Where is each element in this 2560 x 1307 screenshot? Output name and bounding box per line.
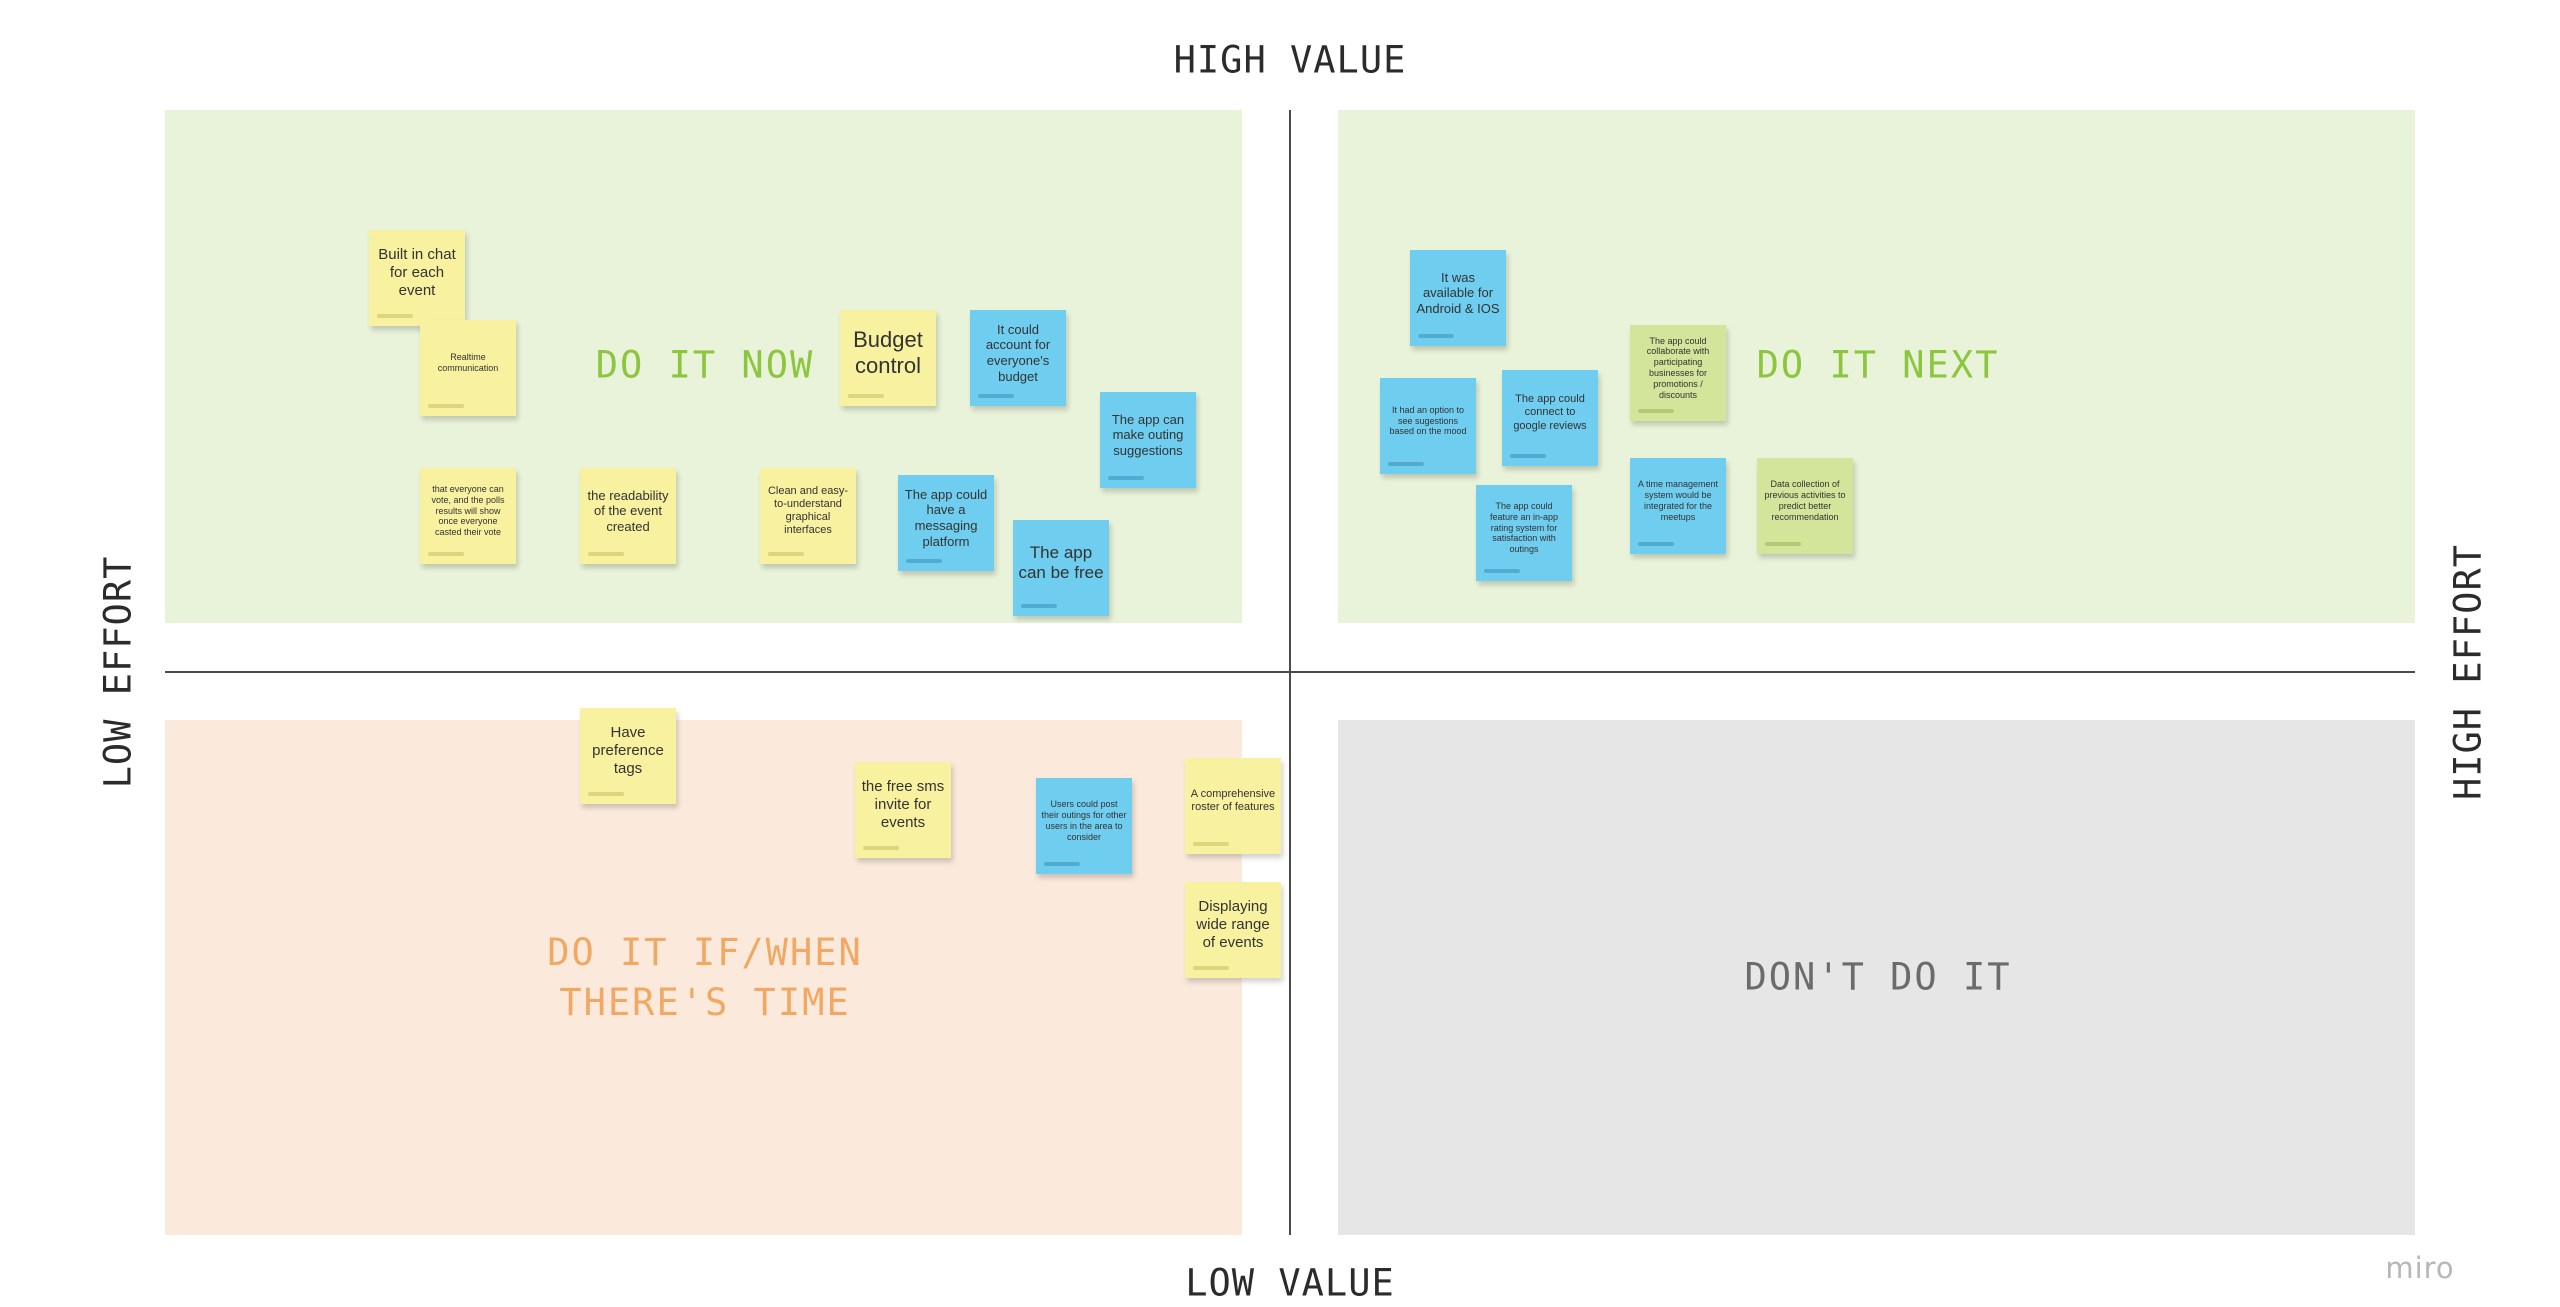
sticky-note[interactable]: Clean and easy-to-understand graphical i…: [760, 468, 856, 564]
sticky-note-text: Displaying wide range of events: [1196, 898, 1270, 951]
axis-label-high-value: HIGH VALUE: [1173, 38, 1407, 82]
sticky-note-text: The app could connect to google reviews: [1513, 393, 1587, 432]
sticky-note-author-bar: [863, 846, 899, 850]
sticky-note[interactable]: The app could have a messaging platform: [898, 475, 994, 571]
sticky-note[interactable]: The app could collaborate with participa…: [1630, 325, 1726, 421]
sticky-note[interactable]: It was available for Android & IOS: [1410, 250, 1506, 346]
quadrant-title-do-it-if-time: DO IT IF/WHEN THERE'S TIME: [547, 928, 863, 1028]
sticky-note-text: Data collection of previous activities t…: [1764, 479, 1846, 522]
sticky-note-text: that everyone can vote, and the polls re…: [431, 484, 505, 538]
sticky-note-author-bar: [1021, 604, 1057, 608]
sticky-note-text: Built in chat for each event: [378, 246, 456, 299]
sticky-note[interactable]: Data collection of previous activities t…: [1757, 458, 1853, 554]
sticky-note-author-bar: [1193, 966, 1229, 970]
sticky-note-text: It could account for everyone's budget: [985, 321, 1051, 384]
quadrant-title-line: DO IT IF/WHEN: [547, 931, 863, 974]
sticky-note[interactable]: A comprehensive roster of features: [1185, 758, 1281, 854]
sticky-note-text: the free sms invite for events: [861, 778, 945, 831]
sticky-note-author-bar: [1510, 454, 1546, 458]
miro-logo: miro: [2385, 1251, 2455, 1285]
axis-label-low-value: LOW VALUE: [1185, 1261, 1395, 1305]
quadrant-title-line: THERE'S TIME: [559, 981, 851, 1024]
sticky-note-author-bar: [1638, 409, 1674, 413]
sticky-note-text: Have preference tags: [592, 724, 664, 777]
sticky-note-author-bar: [1388, 462, 1424, 466]
sticky-note[interactable]: that everyone can vote, and the polls re…: [420, 468, 516, 564]
sticky-note[interactable]: Realtime communication: [420, 320, 516, 416]
sticky-note[interactable]: the free sms invite for events: [855, 762, 951, 858]
sticky-note[interactable]: Users could post their outings for other…: [1036, 778, 1132, 874]
sticky-note-text: The app could have a messaging platform: [904, 486, 988, 549]
sticky-note-author-bar: [1765, 542, 1801, 546]
sticky-note[interactable]: Displaying wide range of events: [1185, 882, 1281, 978]
sticky-note-text: Realtime communication: [437, 352, 499, 373]
sticky-note[interactable]: Built in chat for each event: [369, 230, 465, 326]
quadrant-dont-do-it: [1338, 720, 2415, 1235]
sticky-note-text: It was available for Android & IOS: [1416, 269, 1500, 316]
sticky-note-text: The app can make outing suggestions: [1111, 411, 1185, 458]
sticky-note-text: the readability of the event created: [587, 487, 669, 534]
sticky-note-author-bar: [428, 404, 464, 408]
sticky-note-text: Users could post their outings for other…: [1041, 799, 1127, 842]
sticky-note-text: The app could feature an in-app rating s…: [1489, 501, 1559, 555]
sticky-note[interactable]: It could account for everyone's budget: [970, 310, 1066, 406]
sticky-note[interactable]: Have preference tags: [580, 708, 676, 804]
sticky-note[interactable]: A time management system would be integr…: [1630, 458, 1726, 554]
horizontal-axis-line: [165, 671, 2415, 673]
sticky-note[interactable]: Budget control: [840, 310, 936, 406]
sticky-note-text: It had an option to see sugestions based…: [1389, 404, 1467, 437]
sticky-note-author-bar: [1418, 334, 1454, 338]
sticky-note-author-bar: [588, 552, 624, 556]
sticky-note[interactable]: The app could connect to google reviews: [1502, 370, 1598, 466]
sticky-note-author-bar: [377, 314, 413, 318]
axis-label-low-effort: LOW EFFORT: [96, 555, 140, 789]
sticky-note-author-bar: [428, 552, 464, 556]
sticky-note-author-bar: [906, 559, 942, 563]
sticky-note[interactable]: The app can make outing suggestions: [1100, 392, 1196, 488]
sticky-note-author-bar: [978, 394, 1014, 398]
sticky-note[interactable]: The app can be free: [1013, 520, 1109, 616]
sticky-note[interactable]: the readability of the event created: [580, 468, 676, 564]
sticky-note-text: Budget control: [853, 326, 923, 378]
sticky-note-text: A time management system would be integr…: [1637, 479, 1719, 522]
axis-label-high-effort: HIGH EFFORT: [2446, 543, 2490, 801]
quadrant-title-do-it-now: DO IT NOW: [595, 343, 815, 387]
sticky-note[interactable]: It had an option to see sugestions based…: [1380, 378, 1476, 474]
sticky-note-author-bar: [768, 552, 804, 556]
sticky-note-text: The app could collaborate with participa…: [1646, 335, 1710, 400]
sticky-note-author-bar: [1044, 862, 1080, 866]
sticky-note-author-bar: [848, 394, 884, 398]
sticky-note-text: The app can be free: [1018, 542, 1104, 582]
sticky-note-author-bar: [1638, 542, 1674, 546]
sticky-note[interactable]: The app could feature an in-app rating s…: [1476, 485, 1572, 581]
quadrant-title-do-it-next: DO IT NEXT: [1756, 343, 2000, 387]
sticky-note-author-bar: [1108, 476, 1144, 480]
sticky-note-author-bar: [588, 792, 624, 796]
quadrant-title-dont-do-it: DON'T DO IT: [1744, 955, 2012, 999]
sticky-note-text: Clean and easy-to-understand graphical i…: [767, 484, 849, 537]
sticky-note-author-bar: [1193, 842, 1229, 846]
sticky-note-author-bar: [1484, 569, 1520, 573]
sticky-note-text: A comprehensive roster of features: [1190, 787, 1276, 813]
